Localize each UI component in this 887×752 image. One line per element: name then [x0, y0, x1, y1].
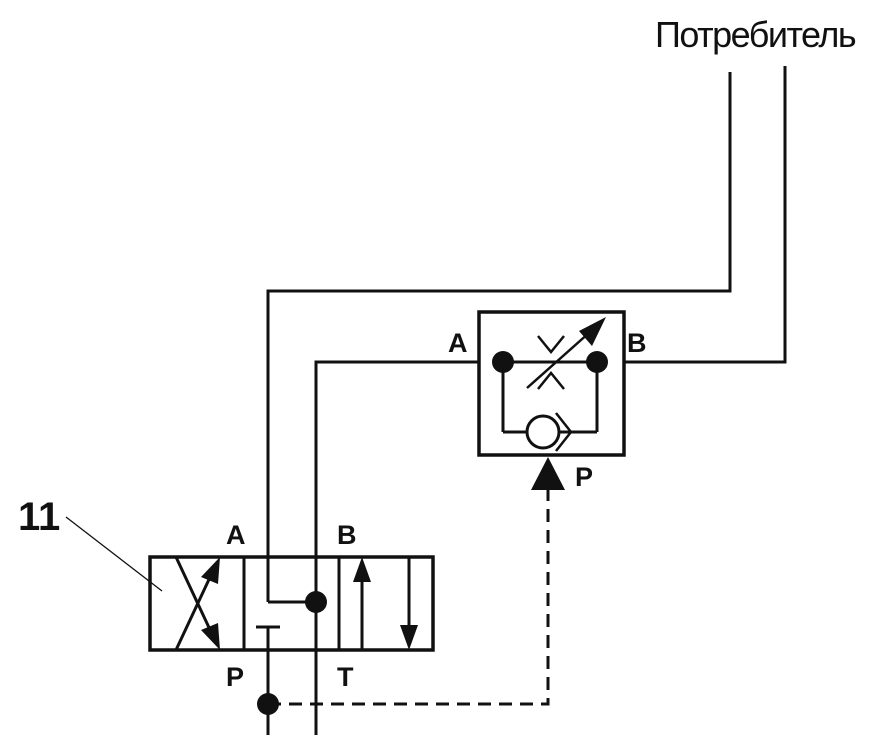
- dv-mid-junction-dot: [305, 591, 327, 613]
- fv-throttle-lower: [537, 371, 565, 390]
- pilot-arrowhead: [531, 457, 565, 490]
- fv-body: [477, 310, 626, 457]
- fv-check-ball: [525, 414, 561, 450]
- fv-port-a-label: A: [448, 328, 468, 358]
- dv-port-b-label: B: [337, 520, 357, 550]
- fv-port-b-label: B: [627, 328, 647, 358]
- fv-port-a-dot: [492, 351, 514, 373]
- pilot-line: [268, 490, 550, 706]
- supply-junction-dot: [257, 693, 279, 715]
- dv-cross-line-1: [174, 556, 214, 635]
- piping: [266, 66, 787, 735]
- dv-right-down-arrowhead: [400, 625, 418, 650]
- dv-cross-arrowhead-down: [201, 623, 220, 650]
- fv-adjust-line: [526, 331, 591, 389]
- dv-port-t-label: T: [337, 662, 354, 692]
- line-flow-valve-to-consumer: [624, 66, 787, 364]
- dv-body: [148, 555, 435, 652]
- component-number: 11: [18, 495, 60, 539]
- component-leader-line: [65, 516, 163, 592]
- line-b-to-flow-valve: [314, 360, 479, 557]
- directional-valve: [148, 555, 435, 652]
- dv-port-p-label: P: [226, 662, 244, 692]
- fv-port-p-label: P: [575, 462, 593, 492]
- fv-port-b-dot: [586, 351, 608, 373]
- fv-adjust-arrowhead: [579, 317, 606, 346]
- dv-cross-line-2: [174, 572, 214, 651]
- flow-control-valve: [477, 310, 626, 457]
- dv-cross-arrowhead-up: [201, 557, 220, 584]
- consumer-label: Потребитель: [655, 14, 856, 55]
- fv-check-seat: [555, 412, 573, 452]
- dv-port-a-label: A: [226, 520, 246, 550]
- dv-right-up-arrowhead: [353, 557, 371, 582]
- fv-throttle-upper: [537, 335, 565, 354]
- line-a-to-consumer: [266, 72, 732, 557]
